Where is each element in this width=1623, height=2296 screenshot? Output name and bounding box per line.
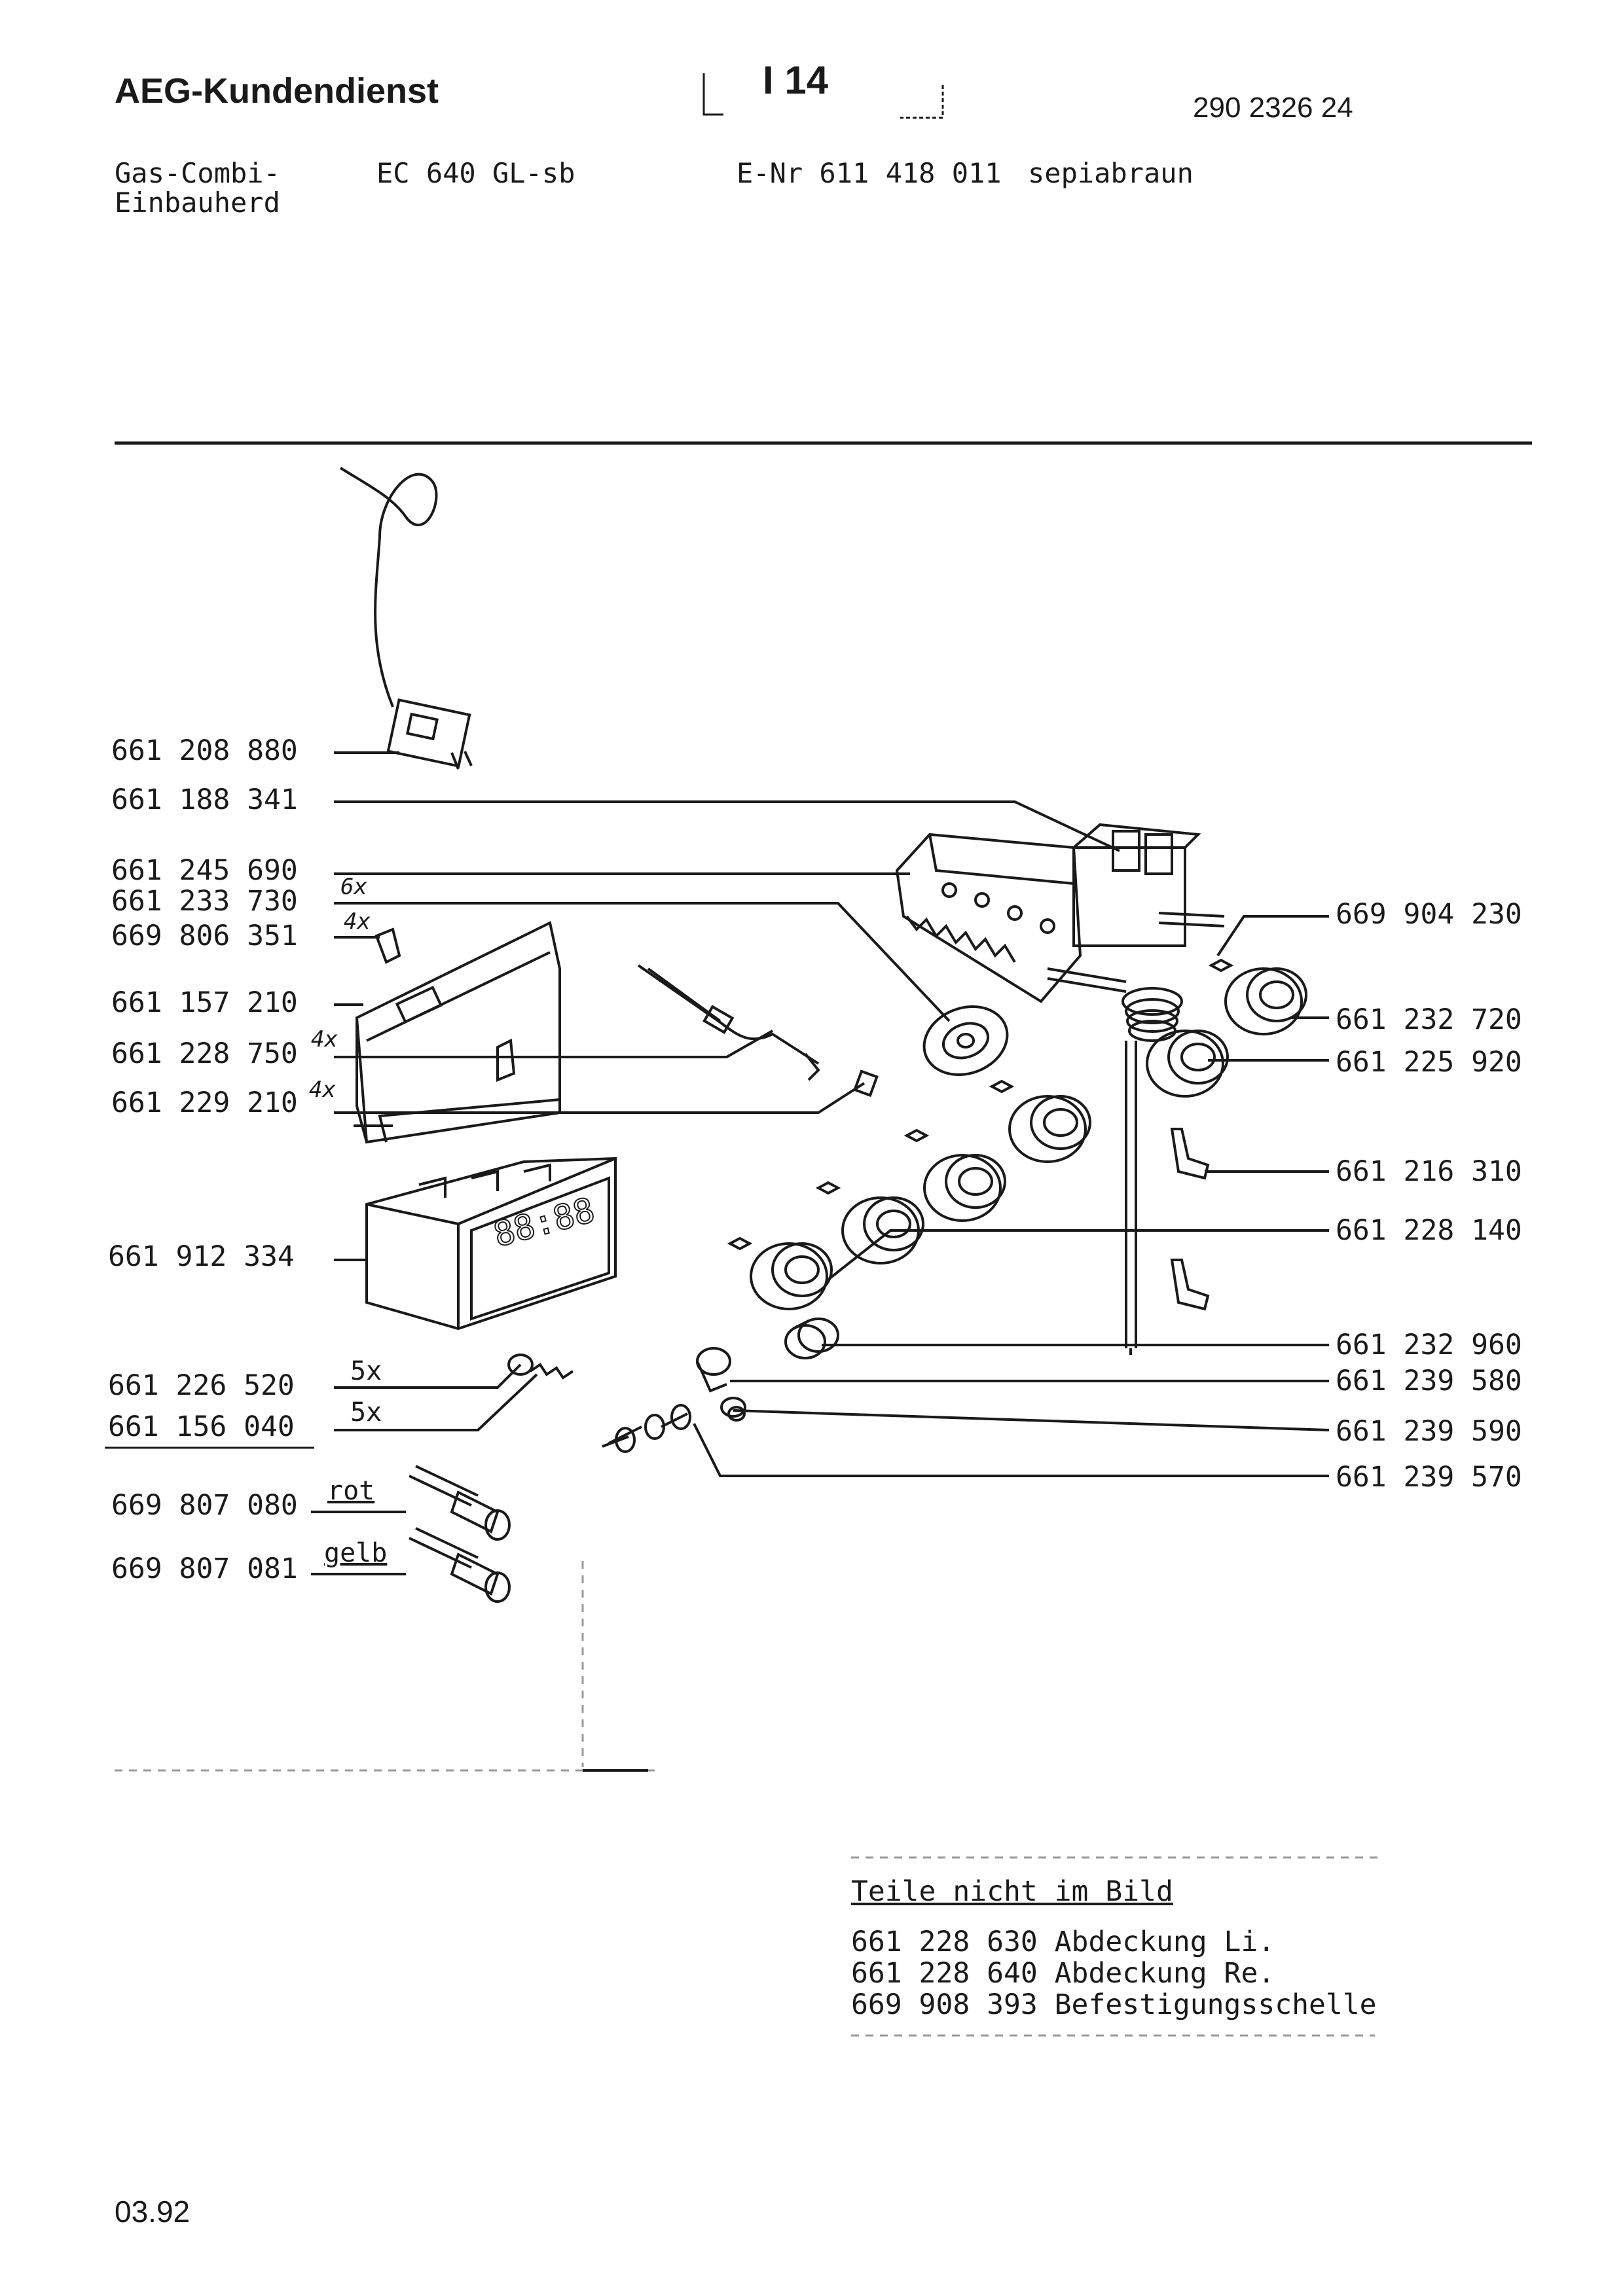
control-frame-part: [354, 921, 561, 1144]
part-number-left-3: 661 245 690: [111, 854, 298, 887]
cable-plug-part: [339, 467, 473, 770]
knob-4: [1008, 1095, 1091, 1163]
appliance-type-line2: Einbauherd: [115, 187, 280, 219]
push-button-part: [784, 1318, 839, 1359]
svg-text:88:88: 88:88: [490, 1191, 599, 1255]
clip-part: [374, 927, 401, 964]
part-number-left-9: 661 912 334: [108, 1240, 295, 1273]
part-number-left-11: 661 156 040: [108, 1410, 295, 1443]
clock-module-part: 88:88: [365, 1157, 617, 1331]
knob-5: [1146, 1030, 1229, 1098]
not-in-picture-pn: 661 228 630: [851, 1926, 1038, 1958]
lamp-color-red: rot: [327, 1476, 375, 1506]
part-number-left-4: 661 233 730: [111, 885, 298, 918]
part-number-right-1: 669 904 230: [1336, 898, 1522, 931]
ignition-wire-part: [637, 964, 879, 1098]
signal-lamp-yellow: [409, 1527, 511, 1603]
thermostat-part: [1047, 823, 1225, 993]
page-bracket-left: [702, 73, 723, 116]
part-number-left-6: 661 157 210: [111, 986, 298, 1019]
part-number-left-7: 661 228 750: [111, 1037, 298, 1070]
part-number-left-5: 669 806 351: [111, 920, 298, 952]
not-in-picture-title: Teile nicht im Bild: [851, 1875, 1173, 1908]
part-number-right-9: 661 239 570: [1336, 1461, 1522, 1494]
brand-title: AEG-Kundendienst: [115, 71, 439, 111]
part-number-right-6: 661 232 960: [1336, 1329, 1522, 1361]
knob-1: [750, 1242, 833, 1310]
scan-artifacts: [115, 1561, 1381, 2037]
not-in-picture-desc: Befestigungsschelle: [1054, 1988, 1377, 2021]
not-in-picture-desc: Abdeckung Re.: [1054, 1957, 1275, 1990]
part-number-left-2: 661 188 341: [111, 783, 298, 816]
not-in-picture-item-2: 661 228 640 Abdeckung Re.: [851, 1957, 1275, 1990]
lamp-spring-parts: [507, 1354, 574, 1380]
page-number: I 14: [763, 58, 829, 102]
part-number-left-13: 669 807 081: [111, 1552, 298, 1585]
signal-lamp-red: [409, 1465, 511, 1541]
qty-label-5x-spring: 5x: [350, 1397, 382, 1427]
part-number-right-2: 661 232 720: [1336, 1003, 1522, 1036]
part-number-left-1: 661 208 880: [111, 734, 298, 767]
part-number-right-3: 661 225 920: [1336, 1046, 1522, 1079]
model-number: EC 640 GL-sb: [376, 157, 575, 189]
qty-label-4x-frame: 4x: [309, 1077, 336, 1103]
cam-disc-part: [922, 1005, 1009, 1076]
bracket-part-2: [1170, 1259, 1210, 1311]
bracket-part-1: [1170, 1128, 1210, 1180]
knob-markers: [727, 958, 1234, 1251]
qty-label-4x-ignition: 4x: [311, 1026, 338, 1052]
part-number-left-10: 661 226 520: [108, 1369, 295, 1402]
part-number-left-12: 669 807 080: [111, 1489, 298, 1522]
shaft-parts: [602, 1347, 746, 1453]
qty-label-5x-glass: 5x: [350, 1356, 382, 1386]
lamp-color-yellow: gelb: [324, 1538, 388, 1568]
page-bracket-right: [900, 85, 944, 119]
leader-lines: [311, 751, 1330, 1575]
multi-switch-part: [895, 833, 1082, 1003]
document-number: 290 2326 24: [1193, 92, 1353, 124]
part-number-left-8: 661 229 210: [111, 1086, 298, 1119]
not-in-picture-item-1: 661 228 630 Abdeckung Li.: [851, 1926, 1275, 1958]
e-number: E-Nr 611 418 011: [737, 157, 1002, 189]
part-number-right-7: 661 239 580: [1336, 1365, 1522, 1397]
part-number-right-4: 661 216 310: [1336, 1155, 1522, 1188]
qty-label-4x-clip: 4x: [344, 908, 371, 935]
appliance-type-line1: Gas-Combi-: [115, 157, 280, 189]
part-number-right-8: 661 239 590: [1336, 1415, 1522, 1448]
not-in-picture-desc: Abdeckung Li.: [1054, 1926, 1275, 1958]
capillary-coil-part: [1122, 987, 1183, 1355]
part-number-right-5: 661 228 140: [1336, 1214, 1522, 1247]
not-in-picture-pn: 661 228 640: [851, 1957, 1038, 1990]
revision-date: 03.92: [115, 2195, 191, 2229]
not-in-picture-item-3: 669 908 393 Befestigungsschelle: [851, 1988, 1377, 2021]
appliance-color: sepiabraun: [1028, 157, 1194, 189]
knob-3: [923, 1154, 1006, 1222]
qty-label-6x: 6x: [340, 874, 367, 900]
knob-6: [1224, 967, 1307, 1035]
not-in-picture-pn: 669 908 393: [851, 1988, 1038, 2021]
